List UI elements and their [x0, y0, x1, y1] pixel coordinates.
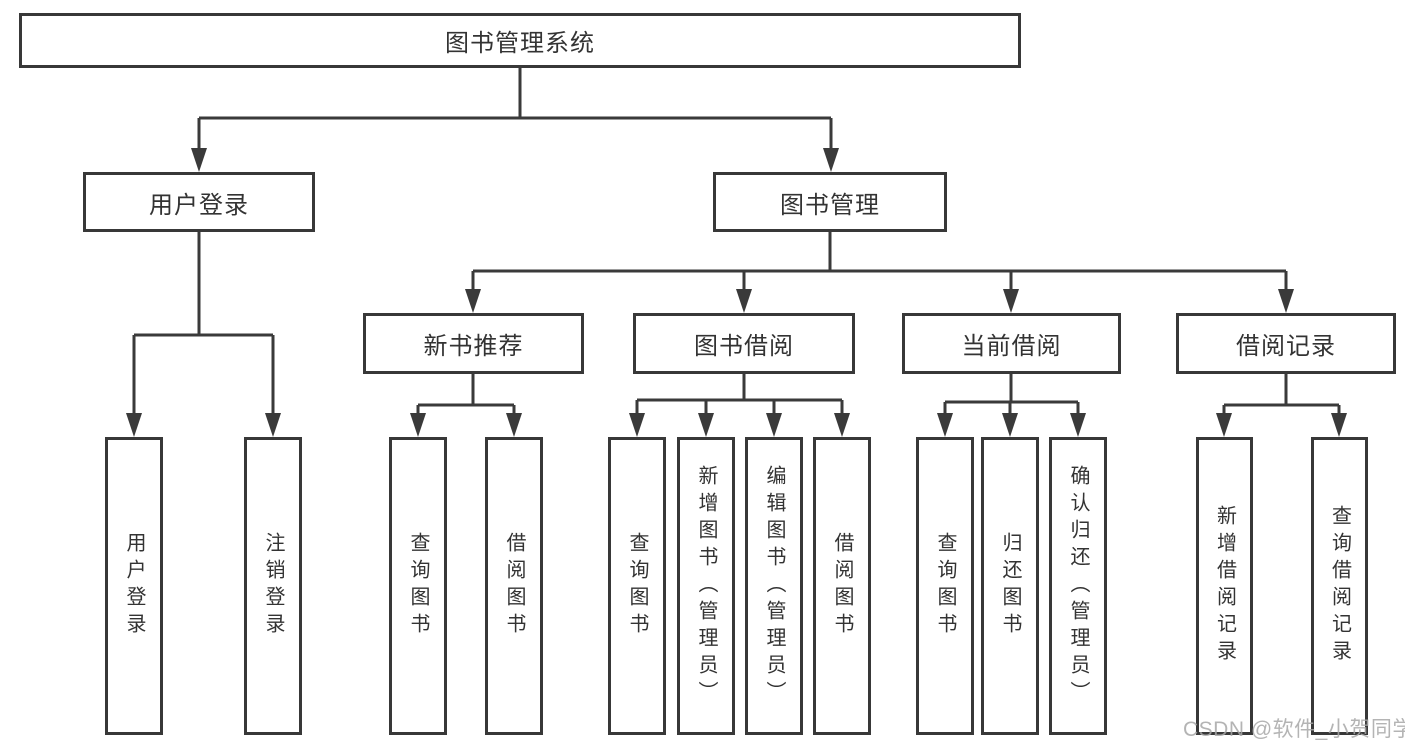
leaf-logout: 注销登录 [244, 437, 302, 735]
node-borrow-records: 借阅记录 [1176, 313, 1396, 374]
arrowhead [937, 413, 953, 437]
arrowhead [698, 413, 714, 437]
arrowhead [834, 413, 850, 437]
leaf-user-login: 用户登录 [105, 437, 163, 735]
arrowhead [1216, 413, 1232, 437]
book-borrow-connector [629, 374, 850, 437]
leaf-edit-book-admin: 编辑图书（管理员） [745, 437, 803, 735]
arrowhead [126, 413, 142, 437]
csdn-watermark: CSDN @软件_小贺同学 [1183, 718, 1405, 741]
leaf-query-books-borrow: 查询图书 [608, 437, 666, 735]
node-book-borrow: 图书借阅 [633, 313, 855, 374]
arrowhead [1331, 413, 1347, 437]
arrowhead [1002, 413, 1018, 437]
leaf-return-book: 归还图书 [981, 437, 1039, 735]
leaf-confirm-return-admin: 确认归还（管理员） [1049, 437, 1107, 735]
arrowhead [1003, 289, 1019, 313]
arrowhead [1070, 413, 1086, 437]
arrowhead [823, 148, 839, 172]
leaf-query-books-current: 查询图书 [916, 437, 974, 735]
leaf-borrow-books: 借阅图书 [813, 437, 871, 735]
current-borrow-connector [937, 374, 1086, 437]
arrowhead [410, 413, 426, 437]
node-library-management-system: 图书管理系统 [19, 13, 1021, 68]
node-new-book-recommend: 新书推荐 [363, 313, 584, 374]
new-book-connector [410, 374, 522, 437]
leaf-query-books-recommend: 查询图书 [389, 437, 447, 735]
book-management-connector [465, 232, 1294, 313]
arrowhead [465, 289, 481, 313]
arrowhead [265, 413, 281, 437]
arrowhead [506, 413, 522, 437]
arrowhead [191, 148, 207, 172]
leaf-add-book-admin: 新增图书（管理员） [677, 437, 735, 735]
leaf-query-borrow-record: 查询借阅记录 [1311, 437, 1368, 735]
leaf-borrow-books-recommend: 借阅图书 [485, 437, 543, 735]
user-login-connector [126, 232, 281, 437]
borrow-records-connector [1216, 374, 1347, 437]
root-connector [191, 68, 839, 172]
leaf-add-borrow-record: 新增借阅记录 [1196, 437, 1253, 735]
arrowhead [629, 413, 645, 437]
node-book-management: 图书管理 [713, 172, 947, 232]
node-user-login: 用户登录 [83, 172, 315, 232]
arrowhead [1278, 289, 1294, 313]
node-current-borrow: 当前借阅 [902, 313, 1121, 374]
arrowhead [766, 413, 782, 437]
arrowhead [736, 289, 752, 313]
